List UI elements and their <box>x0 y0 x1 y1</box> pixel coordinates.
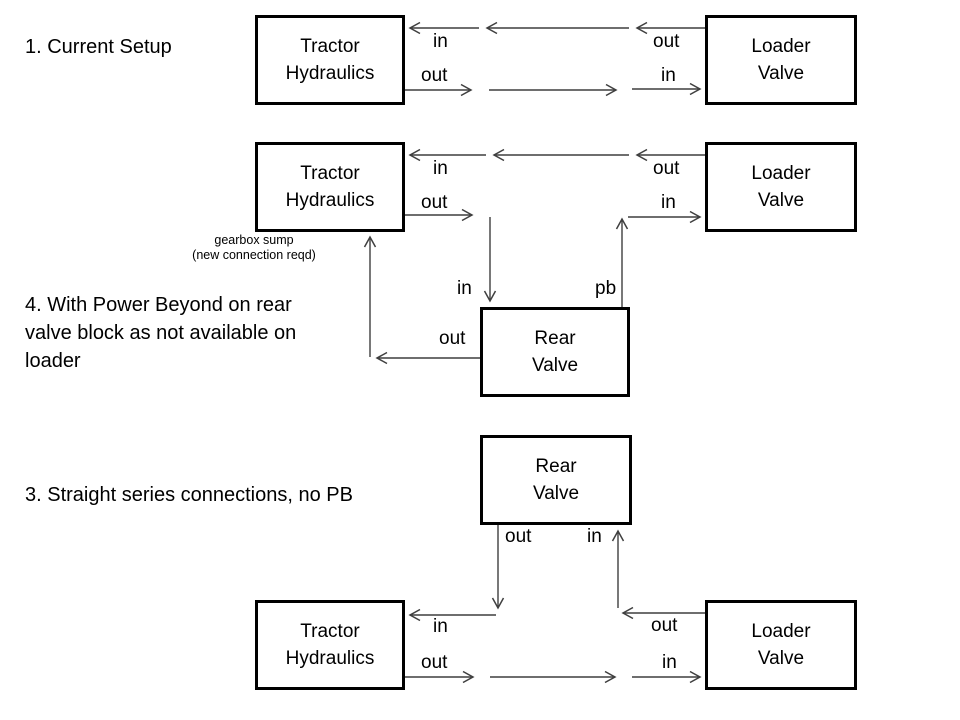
s3-rear-in-label: in <box>587 526 602 547</box>
s3-feed-out-label: out <box>421 652 448 673</box>
s4-rear-in-label: in <box>457 278 472 299</box>
s4-loader-valve-label: Loader Valve <box>751 163 811 211</box>
s1-loader-valve-label: Loader Valve <box>751 36 811 84</box>
s3-rear-valve-box: Rear Valve <box>480 435 632 525</box>
s1-tractor-hydraulics-label: Tractor Hydraulics <box>285 36 375 84</box>
s3-rear-out-label: out <box>505 526 532 547</box>
s1-loader-valve-box: Loader Valve <box>705 15 857 105</box>
s1-feed-in-label: in <box>661 65 676 86</box>
s3-tractor-hydraulics-label: Tractor Hydraulics <box>285 621 375 669</box>
s4-loader-in-label: in <box>661 192 676 213</box>
s4-return-out-label: out <box>653 158 680 179</box>
s1-return-out-label: out <box>653 31 680 52</box>
s3-tractor-hydraulics-box: Tractor Hydraulics <box>255 600 405 690</box>
section-4-title: 4. With Power Beyond on rear valve block… <box>25 294 297 372</box>
s4-tractor-out-label: out <box>421 192 448 213</box>
s4-tractor-hydraulics-box: Tractor Hydraulics <box>255 142 405 232</box>
s1-return-in-label: in <box>433 31 448 52</box>
section-1-title: 1. Current Setup <box>25 36 172 58</box>
s4-rear-valve-box: Rear Valve <box>480 307 630 397</box>
s4-loader-valve-box: Loader Valve <box>705 142 857 232</box>
s3-rear-valve-label: Rear Valve <box>532 456 580 504</box>
s4-rear-out-label: out <box>439 328 466 349</box>
s3-loader-valve-label: Loader Valve <box>751 621 811 669</box>
s4-return-in-label: in <box>433 158 448 179</box>
s3-feed-in-label: in <box>662 652 677 673</box>
s3-loader-out-label: out <box>651 615 678 636</box>
s4-rear-pb-label: pb <box>595 278 617 299</box>
s1-tractor-hydraulics-box: Tractor Hydraulics <box>255 15 405 105</box>
s4-gearbox-sump-note: gearbox sump (new connection reqd) <box>192 233 316 262</box>
s4-tractor-hydraulics-label: Tractor Hydraulics <box>285 163 375 211</box>
section-3-title: 3. Straight series connections, no PB <box>25 484 353 506</box>
s3-loader-valve-box: Loader Valve <box>705 600 857 690</box>
s3-tractor-in-label: in <box>433 616 448 637</box>
s1-feed-out-label: out <box>421 65 448 86</box>
s4-rear-valve-label: Rear Valve <box>531 328 579 376</box>
